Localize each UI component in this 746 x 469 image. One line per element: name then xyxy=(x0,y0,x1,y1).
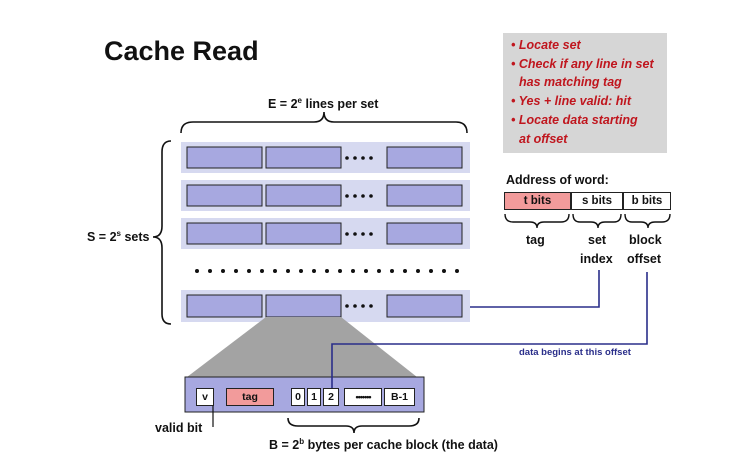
byte-cell: 0 xyxy=(291,388,305,406)
valid-bit-label: valid bit xyxy=(155,421,203,435)
sets-brace xyxy=(152,140,172,325)
set-row xyxy=(181,142,470,173)
index-caption: index xyxy=(580,252,613,266)
s-bits-field: s bits xyxy=(571,192,623,210)
callout-line: • Locate data starting xyxy=(511,113,638,127)
set-index-brace xyxy=(572,213,622,229)
byte-cell: 2 xyxy=(323,388,339,406)
set-caption: set xyxy=(588,233,607,247)
last-byte-cell: B-1 xyxy=(384,388,415,406)
t-bits-field: t bits xyxy=(504,192,571,210)
more-sets-dots xyxy=(195,269,459,273)
set-index-connector xyxy=(470,270,600,308)
set-row xyxy=(181,218,470,249)
callout-line: has matching tag xyxy=(519,75,622,89)
tag-caption: tag xyxy=(526,233,545,247)
bytes-brace xyxy=(287,417,420,434)
valid-bit-cell: v xyxy=(196,388,214,406)
block-offset-connector xyxy=(331,272,648,388)
set-row xyxy=(181,180,470,211)
page-title: Cache Read xyxy=(104,36,259,66)
tag-brace xyxy=(504,213,570,229)
sets-label: S = 2s sets xyxy=(87,229,150,245)
callout-line: • Locate set xyxy=(511,38,581,52)
selected-set-row xyxy=(181,290,470,322)
lines-brace xyxy=(180,111,468,134)
zoom-shading xyxy=(187,317,417,377)
lines-per-set-label: E = 2e lines per set xyxy=(268,96,379,112)
bytes-per-block-label: B = 2b bytes per cache block (the data) xyxy=(269,437,498,453)
callout-line: at offset xyxy=(519,132,568,146)
block-caption: block xyxy=(629,233,662,247)
b-bits-field: b bits xyxy=(623,192,671,210)
address-heading: Address of word: xyxy=(506,173,609,187)
bytes-ellipsis-cell: ••••••• xyxy=(344,388,382,406)
block-offset-brace xyxy=(624,213,671,229)
tag-cell: tag xyxy=(226,388,274,406)
offset-note: data begins at this offset xyxy=(519,347,631,358)
offset-caption: offset xyxy=(627,252,662,266)
callout-line: • Check if any line in set xyxy=(511,57,654,71)
callout-box: • Locate set • Check if any line in set … xyxy=(503,33,667,153)
callout-line: • Yes + line valid: hit xyxy=(511,94,632,108)
byte-cell: 1 xyxy=(307,388,321,406)
